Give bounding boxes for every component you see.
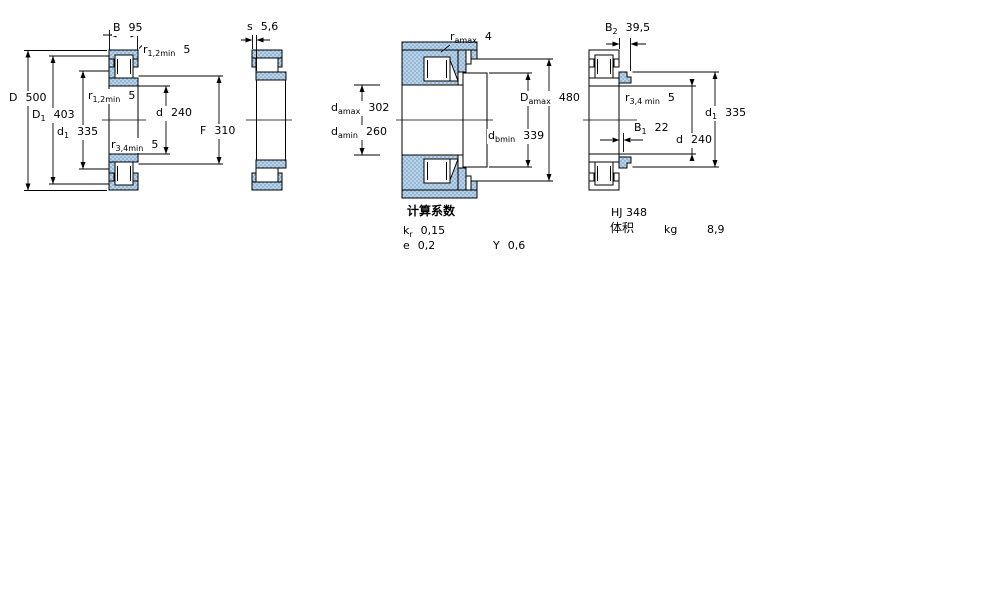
cross-section-main-view	[24, 30, 223, 191]
dimension-lines	[241, 34, 270, 71]
mass-value: 8,9	[706, 223, 726, 236]
mass-unit: kg	[663, 223, 679, 236]
bearing-outline	[588, 49, 620, 191]
calculation-factors-title: 计算系数	[406, 204, 457, 218]
arrowheads	[359, 59, 552, 181]
hj-angle-ring	[618, 71, 632, 169]
roller	[114, 54, 134, 186]
mounting-arrangement-view	[354, 41, 553, 199]
hj-ring-view	[583, 38, 719, 191]
arrowheads	[245, 37, 264, 43]
arrowheads	[612, 41, 718, 167]
dimension-lines	[354, 44, 553, 182]
mass-label: 体积	[609, 221, 636, 235]
hj-ring-designation: HJ 348	[610, 206, 649, 219]
roller	[423, 56, 459, 184]
housing-relief-groove	[465, 49, 472, 191]
cross-section-displacement-view	[241, 34, 292, 191]
roller	[255, 57, 279, 183]
